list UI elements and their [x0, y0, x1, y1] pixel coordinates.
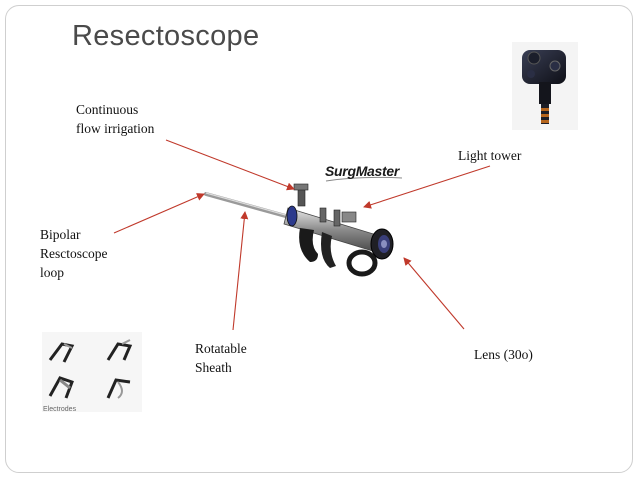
arrow-light-tower [363, 165, 491, 209]
brand-logo-text: SurgMaster [325, 163, 400, 179]
label-line: Rotatable [195, 341, 247, 356]
arrow-lens [403, 257, 465, 330]
label-line: loop [40, 265, 65, 280]
label-bipolar-loop: Bipolar Resctoscope loop [40, 225, 107, 282]
label-line: Sheath [195, 360, 232, 375]
electrodes-image [42, 332, 142, 412]
electrodes-caption: Electrodes [43, 406, 77, 413]
label-line: Bipolar [40, 227, 81, 242]
arrow-rotatable-sheath [232, 211, 249, 331]
label-line: flow irrigation [76, 121, 155, 136]
label-rotatable-sheath: Rotatable Sheath [195, 339, 247, 377]
camera-head-image [512, 42, 578, 130]
electrode-icon [48, 342, 75, 363]
resectoscope-image [204, 183, 394, 277]
label-line: Resctoscope [40, 246, 108, 261]
electrode-icon [106, 339, 133, 361]
electrode-icon [48, 376, 74, 399]
label-lens: Lens (30o) [474, 347, 533, 362]
arrow-continuous-flow [165, 139, 295, 191]
label-continuous-flow-irrigation: Continuous flow irrigation [76, 100, 154, 138]
electrode-icon [106, 378, 131, 399]
arrow-bipolar-loop [113, 193, 205, 234]
brand-swoosh [325, 176, 403, 182]
label-light-tower: Light tower [458, 148, 522, 163]
label-line: Continuous [76, 102, 139, 117]
slide-title: Resectoscope [72, 20, 260, 52]
